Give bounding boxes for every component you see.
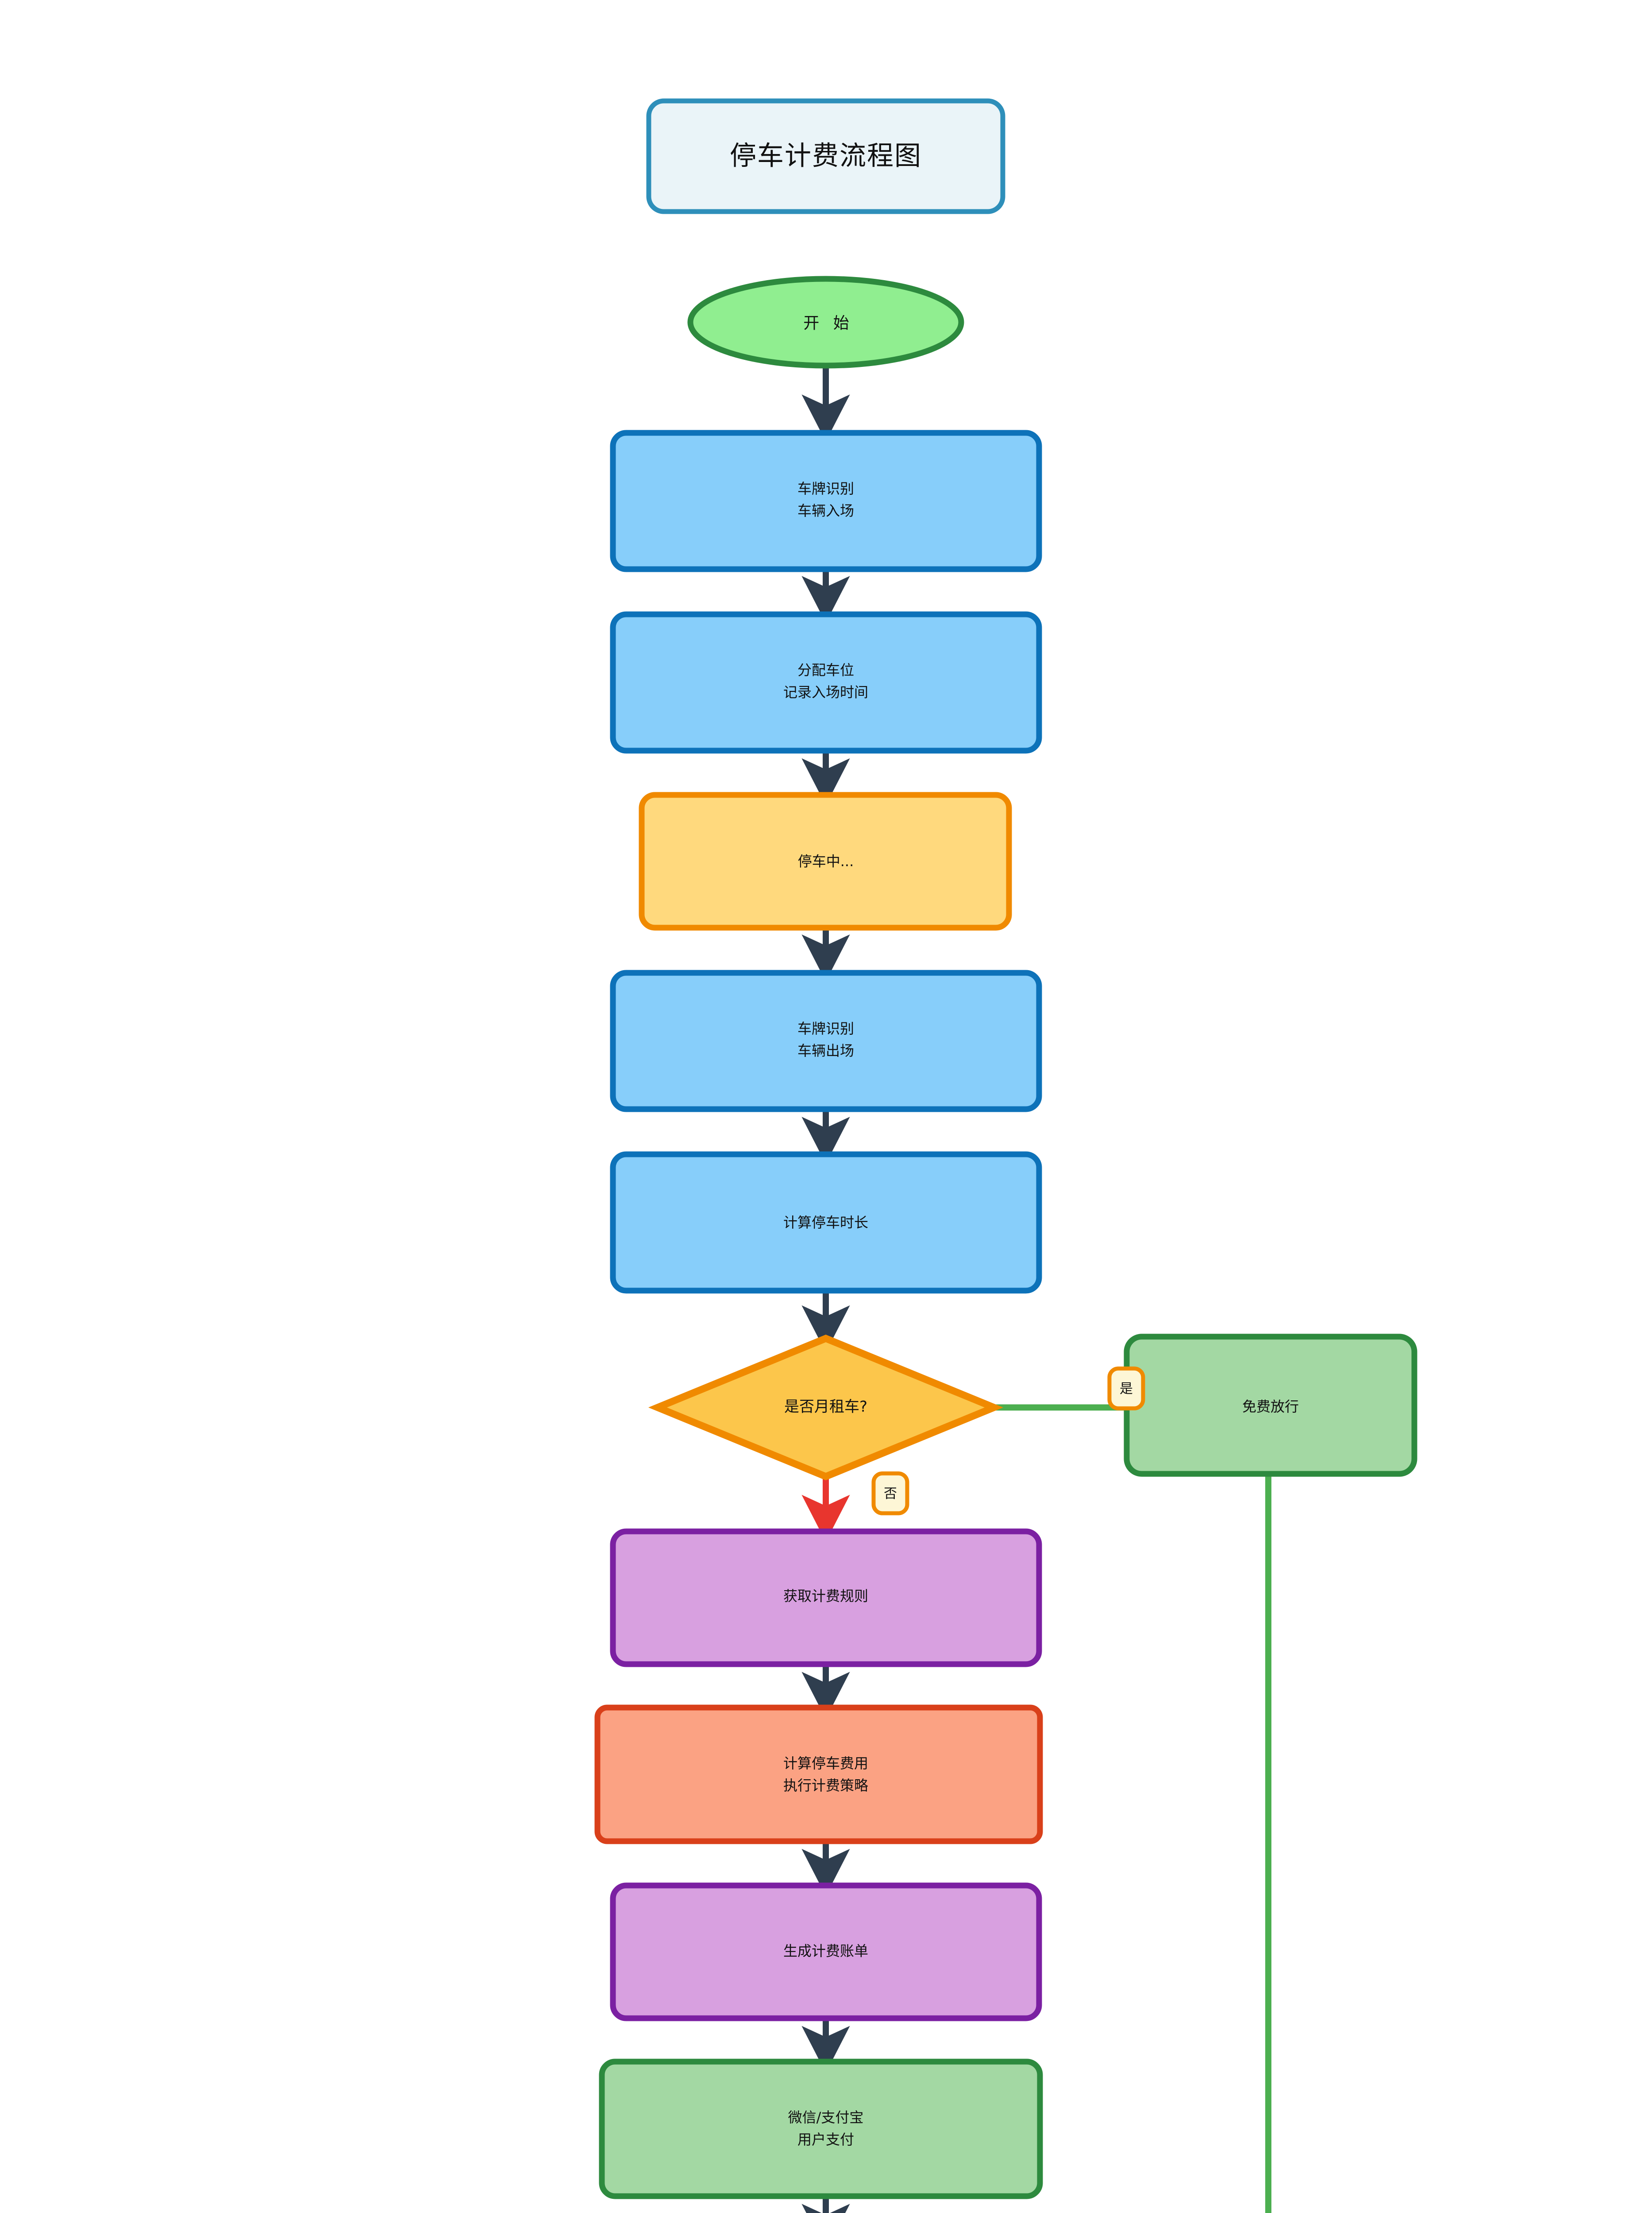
node-start[interactable]: 开 始: [687, 276, 964, 369]
allocate-label-line1: 分配车位: [797, 662, 854, 679]
calcfee-label-line2: 执行计费策略: [783, 1777, 868, 1794]
node-duration[interactable]: 计算停车时长: [610, 1151, 1042, 1294]
start-label: 开 始: [803, 314, 853, 332]
getrule-shape: [610, 1528, 1042, 1667]
parking-wait-shape: [639, 792, 1012, 931]
duration-process-shape: [610, 1151, 1042, 1294]
edge-label-yes: 是: [1107, 1366, 1145, 1411]
node-getrule[interactable]: 获取计费规则: [610, 1528, 1042, 1667]
node-parking[interactable]: 停车中...: [639, 792, 1012, 931]
node-entry[interactable]: 车牌识别 车辆入场: [610, 430, 1042, 572]
exit-process-shape: [610, 970, 1042, 1112]
no-badge-label: 否: [884, 1486, 897, 1502]
getrule-label: 获取计费规则: [783, 1588, 868, 1604]
node-freepass[interactable]: 免费放行: [1124, 1334, 1417, 1477]
exit-label-line2: 车辆出场: [797, 1042, 854, 1059]
node-monthly-decision[interactable]: 是否月租车?: [648, 1334, 1004, 1480]
yes-badge-box: [1107, 1366, 1145, 1411]
start-terminal-shape: [687, 276, 964, 369]
monthly-decision-label: 是否月租车?: [784, 1398, 867, 1416]
node-allocate[interactable]: 分配车位 记录入场时间: [610, 611, 1042, 754]
entry-process-shape: [610, 430, 1042, 572]
allocate-label-line2: 记录入场时间: [783, 684, 868, 701]
exit-label-line1: 车牌识别: [797, 1020, 854, 1037]
calcfee-shape: [594, 1704, 1043, 1844]
node-exit[interactable]: 车牌识别 车辆出场: [610, 970, 1042, 1112]
entry-label-line2: 车辆入场: [797, 502, 854, 519]
allocate-process-shape: [610, 611, 1042, 754]
bill-shape: [610, 1882, 1042, 2021]
freepass-label: 免费放行: [1242, 1398, 1299, 1415]
duration-label: 计算停车时长: [783, 1214, 868, 1231]
pay-shape: [599, 2059, 1043, 2199]
edge-label-no: 否: [871, 1471, 909, 1515]
title-label: 停车计费流程图: [730, 141, 922, 172]
bill-label: 生成计费账单: [783, 1943, 868, 1959]
calcfee-label-line1: 计算停车费用: [783, 1755, 868, 1772]
diagram-title: 停车计费流程图: [646, 98, 1005, 214]
parking-label: 停车中...: [798, 853, 854, 870]
title-box: [646, 98, 1005, 214]
edge-freepass-to-end: [1265, 1474, 1271, 2213]
no-badge-box: [871, 1471, 909, 1515]
node-bill[interactable]: 生成计费账单: [610, 1882, 1042, 2021]
entry-label-line1: 车牌识别: [797, 480, 854, 497]
pay-label-line1: 微信/支付宝: [788, 2109, 864, 2126]
yes-badge-label: 是: [1120, 1381, 1133, 1397]
node-pay[interactable]: 微信/支付宝 用户支付: [599, 2059, 1043, 2199]
monthly-decision-shape: [648, 1334, 1004, 1480]
node-calcfee[interactable]: 计算停车费用 执行计费策略: [594, 1704, 1043, 1844]
pay-label-line2: 用户支付: [797, 2131, 854, 2148]
